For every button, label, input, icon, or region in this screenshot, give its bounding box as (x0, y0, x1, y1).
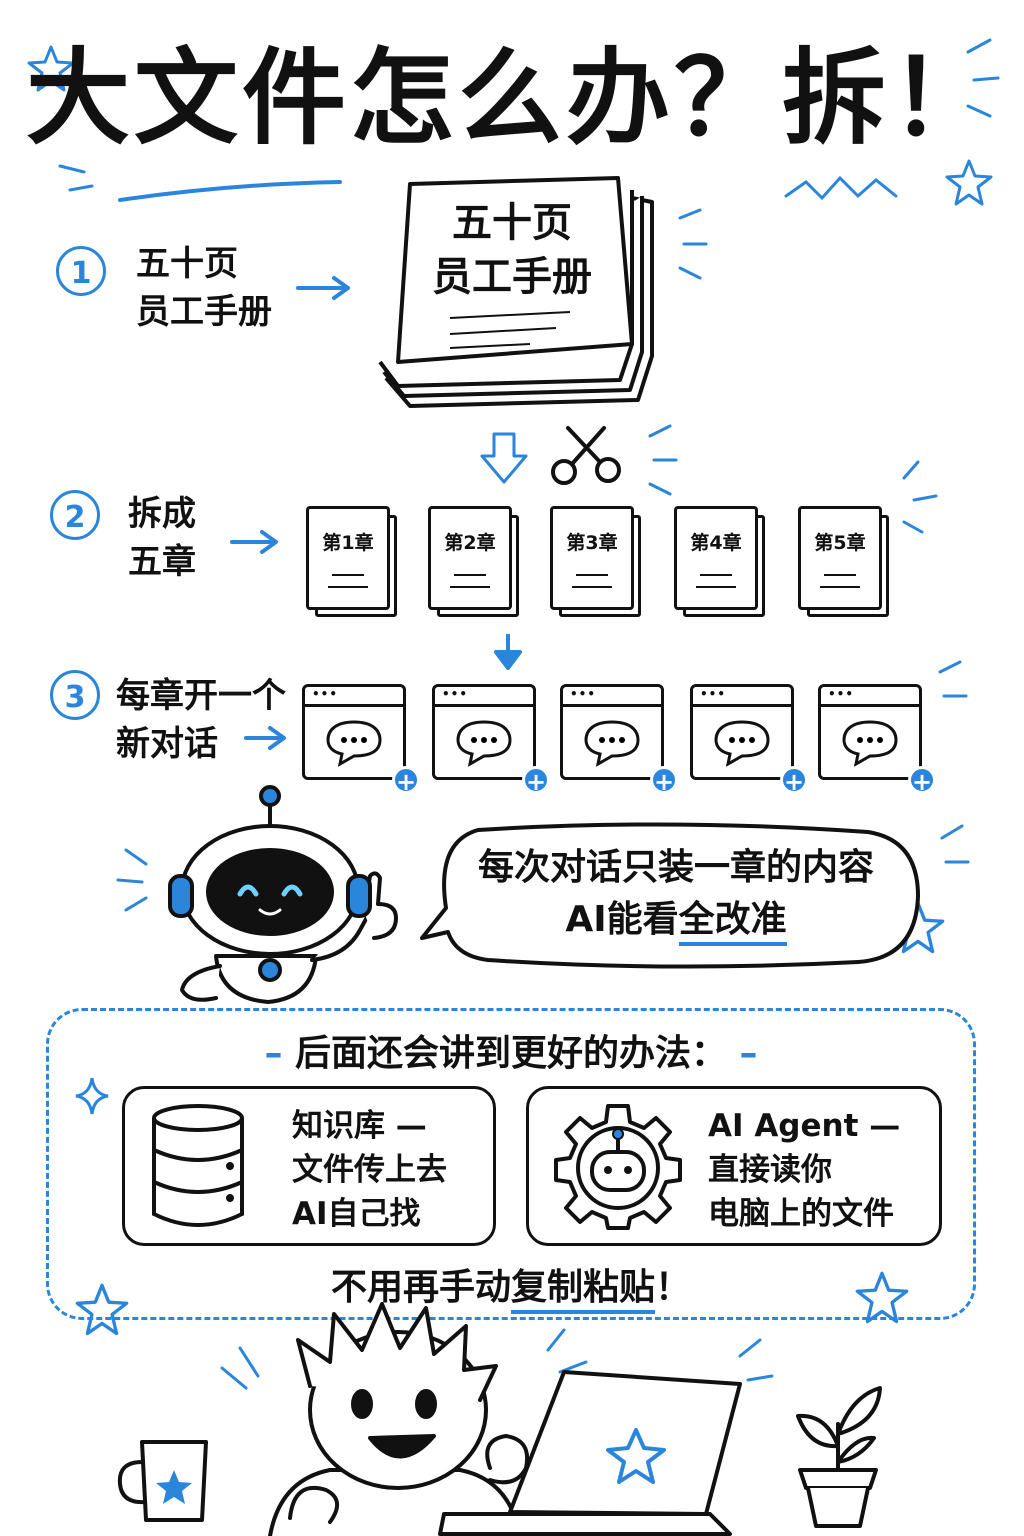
sparkle-icon (75, 1077, 109, 1115)
star-icon (855, 1271, 909, 1324)
note-post: ！ (655, 1267, 692, 1308)
boy-icon (268, 1302, 529, 1536)
database-icon (152, 1104, 244, 1227)
chapter-label: 第4章 (690, 532, 742, 554)
card2-line2: 直接读你 (708, 1152, 832, 1188)
mug-icon (117, 1440, 208, 1522)
step-1-label-line2: 员工手册 (136, 292, 272, 332)
speech-line-1: 每次对话只装一章的内容 (477, 847, 874, 888)
robot-speech-text: 每次对话只装一章的内容 AI能看全改准 (448, 842, 904, 946)
new-chat-window-3[interactable]: ••• + (560, 684, 678, 795)
chapter-book-5: 第5章 (798, 506, 889, 617)
chapter-book-1: 第1章 (306, 506, 397, 617)
note-pre: 不用再手动 (330, 1267, 511, 1308)
add-chat-icon[interactable]: + (650, 766, 678, 795)
arrow-down-icon (480, 432, 528, 484)
window-dots: ••• (442, 687, 469, 701)
book-title: 五十页 员工手册 (412, 196, 612, 304)
window-dots: ••• (700, 687, 727, 701)
window-dots: ••• (828, 687, 855, 701)
chat-bubble-icon (456, 720, 512, 767)
plant-icon (796, 1386, 882, 1528)
star-icon (945, 159, 993, 206)
chapter-book-4: 第4章 (674, 506, 765, 617)
chapter-label: 第3章 (566, 532, 618, 554)
step-1-label: 五十页 员工手册 (136, 240, 272, 336)
speech-line-2-pre: AI能看 (565, 899, 679, 940)
star-icon (75, 1283, 129, 1336)
panel-title-text: 后面还会讲到更好的办法： (294, 1033, 727, 1074)
star-icon (27, 45, 75, 92)
arrow-right-icon (244, 726, 286, 750)
page-title: 大文件怎么办？拆！ (25, 37, 998, 159)
card1-line1: 知识库 — (292, 1108, 427, 1144)
speech-bubble-shape (420, 822, 920, 969)
chat-bubble-icon (584, 720, 640, 767)
chat-bubble-icon (326, 720, 382, 767)
card1-line3: AI自己找 (292, 1196, 421, 1232)
knowledge-base-text: 知识库 — 文件传上去 AI自己找 (292, 1104, 488, 1236)
add-chat-icon[interactable]: + (392, 766, 420, 795)
window-dots: ••• (312, 687, 339, 701)
book-title-line2: 员工手册 (432, 254, 592, 300)
panel-title: – 后面还会讲到更好的办法： – (264, 1033, 758, 1074)
book-icon (378, 176, 654, 408)
gear-robot-icon (554, 1104, 682, 1230)
step-3-label-line1: 每章开一个 (116, 676, 286, 716)
book-title-line1: 五十页 (452, 200, 572, 246)
chapter-book-3: 第3章 (550, 506, 641, 617)
step-number-3: 3 (50, 670, 100, 720)
chapter-label: 第2章 (444, 532, 496, 554)
laptop-icon (438, 1370, 742, 1536)
chat-bubble-icon (714, 720, 770, 767)
speech-highlight: 全改准 (678, 899, 787, 946)
new-chat-window-1[interactable]: ••• + (302, 684, 420, 795)
arrow-right-icon (230, 530, 278, 554)
new-chat-window-4[interactable]: ••• + (690, 684, 808, 795)
add-chat-icon[interactable]: + (522, 766, 550, 795)
card2-line1: AI Agent — (708, 1108, 901, 1144)
chapter-label: 第1章 (322, 532, 374, 554)
scissors-icon (551, 426, 621, 485)
chat-bubble-icon (842, 720, 898, 767)
arrow-down-icon (494, 634, 522, 670)
step-number-1: 1 (56, 246, 106, 296)
step-1-label-line1: 五十页 (136, 244, 238, 284)
chapter-label: 第5章 (814, 532, 866, 554)
arrow-right-icon (296, 276, 350, 300)
card2-line3: 电脑上的文件 (708, 1196, 894, 1232)
add-chat-icon[interactable]: + (908, 766, 936, 795)
bottom-note: 不用再手动复制粘贴！ (46, 1258, 976, 1314)
ai-agent-text: AI Agent — 直接读你 电脑上的文件 (708, 1104, 936, 1236)
add-chat-icon[interactable]: + (780, 766, 808, 795)
note-highlight: 复制粘贴 (510, 1267, 655, 1314)
chapter-book-2: 第2章 (428, 506, 519, 617)
step-2-label-line1: 拆成 (128, 494, 196, 534)
step-2-label: 拆成 五章 (128, 490, 196, 586)
robot-icon (168, 785, 398, 1004)
card1-line2: 文件传上去 (292, 1152, 447, 1188)
step-2-label-line2: 五章 (128, 542, 196, 582)
new-chat-window-5[interactable]: ••• + (818, 684, 936, 795)
window-dots: ••• (570, 687, 597, 701)
speech-line-2: AI能看全改准 (448, 894, 904, 946)
step-number-2: 2 (50, 490, 100, 540)
better-methods-panel (46, 1008, 976, 1320)
step-3-label-line2: 新对话 (116, 724, 218, 764)
step-3-label: 每章开一个 新对话 (116, 672, 286, 768)
new-chat-window-2[interactable]: ••• + (432, 684, 550, 795)
